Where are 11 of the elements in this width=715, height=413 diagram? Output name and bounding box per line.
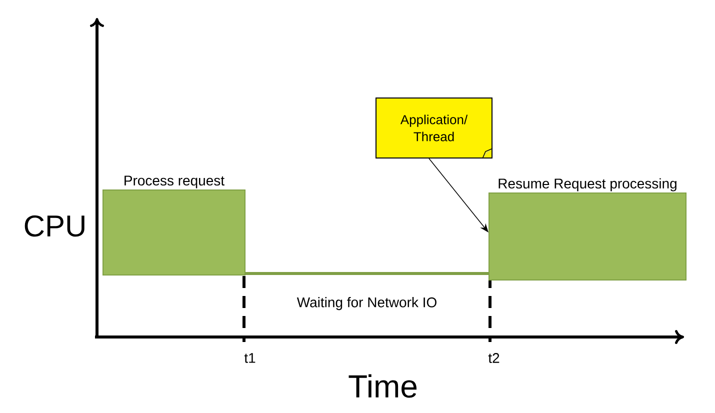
edge-label: Waiting for Network IO [296,297,436,310]
activity-bar: Process request [102,176,246,276]
activity-bar: Resume Request processing [488,178,686,280]
node-label: Process request [124,176,224,188]
node-label: Resume Request processing [498,178,676,192]
connector-line [246,272,488,275]
axis-label: Time [348,374,417,398]
sticky-note: Application/ Thread [376,98,493,159]
axis-label: t2 [488,353,500,363]
arrow [428,158,488,232]
axis-label: t1 [244,353,256,363]
